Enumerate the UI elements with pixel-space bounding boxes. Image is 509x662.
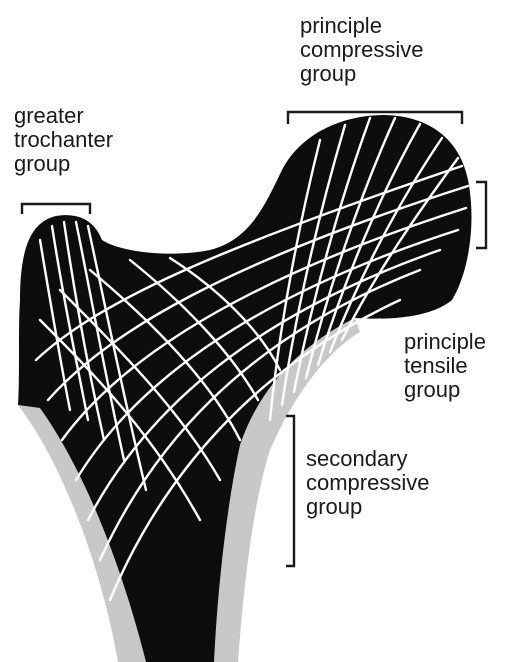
- label-secondary-compressive-group: secondary compressive group: [306, 447, 429, 519]
- label-principle-tensile-group: principle tensile group: [404, 330, 486, 402]
- bracket-principle-tensile: [476, 182, 486, 248]
- bracket-secondary-compressive: [286, 416, 294, 566]
- label-line: tensile: [404, 354, 486, 378]
- label-line: greater: [14, 104, 113, 128]
- label-line: compressive: [300, 38, 423, 62]
- label-line: secondary: [306, 447, 429, 471]
- label-line: compressive: [306, 471, 429, 495]
- bracket-greater-trochanter: [22, 204, 90, 214]
- label-line: principle: [300, 14, 423, 38]
- label-line: group: [306, 495, 429, 519]
- label-line: group: [404, 378, 486, 402]
- label-line: principle: [404, 330, 486, 354]
- label-line: group: [300, 62, 423, 86]
- label-line: group: [14, 152, 113, 176]
- label-greater-trochanter-group: greater trochanter group: [14, 104, 113, 176]
- label-line: trochanter: [14, 128, 113, 152]
- label-principle-compressive-group: principle compressive group: [300, 14, 423, 86]
